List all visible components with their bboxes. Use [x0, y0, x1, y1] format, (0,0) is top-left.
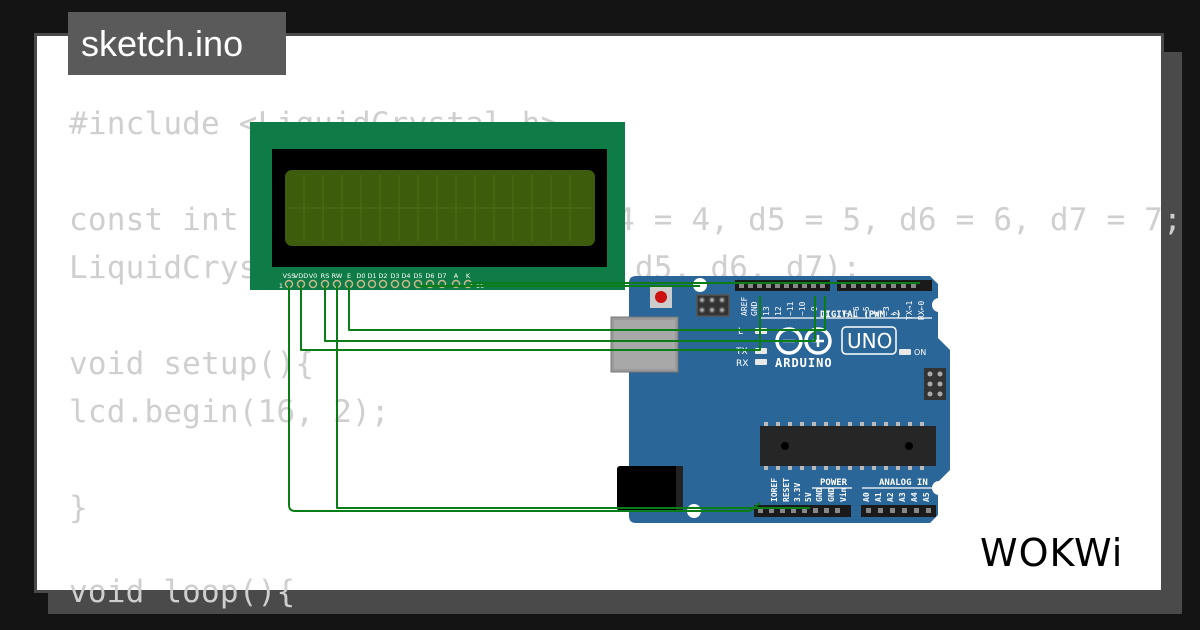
pin-label-a1: A1 — [874, 492, 883, 502]
pin-label-vin: Vin — [838, 487, 848, 502]
pin-label-d8: 8 — [822, 311, 831, 316]
lcd-1602[interactable]: VSS VDD V0 RS RW E D0 D1 D2 D3 D4 D5 D6 … — [250, 122, 625, 290]
lcd-pin-header[interactable] — [284, 279, 473, 289]
pin-label-d6: ~6 — [852, 306, 861, 316]
lcd-pin-label: D4 — [401, 272, 410, 280]
lcd-pin-label: K — [466, 272, 471, 280]
wires[interactable] — [288, 282, 920, 512]
icsp-header — [696, 294, 730, 317]
lcd-pin-number: 1 — [279, 282, 283, 290]
led-label-l: L — [738, 327, 743, 337]
code-line-11: void loop(){ — [69, 574, 296, 610]
lcd-pin-label: E — [347, 272, 351, 280]
pin-label-d11: ~11 — [786, 301, 795, 316]
lcd-pin-label: D0 — [356, 272, 365, 280]
power-label: POWER — [820, 478, 848, 488]
arduino-model: UNO — [847, 329, 892, 353]
pin-label-d7: 7 — [842, 311, 851, 316]
analog-label: ANALOG IN — [879, 478, 928, 488]
wokwi-logo-text: WOKWi — [980, 531, 1123, 575]
pin-label-ioref: IOREF — [770, 478, 779, 502]
file-tab[interactable]: sketch.ino — [68, 12, 286, 75]
led-label-rx: RX — [736, 359, 748, 369]
wire-e-d11[interactable] — [348, 286, 826, 331]
pin-label-d5: ~5 — [862, 306, 871, 316]
pin-label-d3: ~3 — [882, 306, 891, 316]
power-header[interactable] — [754, 505, 851, 517]
wire-rw-gnd[interactable] — [336, 286, 810, 509]
pin-label-gnd: GND — [750, 301, 759, 316]
pin-label-reset: RESET — [782, 478, 791, 502]
power-jack — [617, 466, 683, 511]
lcd-pin-label: D1 — [367, 272, 376, 280]
code-line-9: } — [69, 490, 88, 526]
lcd-pin-label: D3 — [390, 272, 399, 280]
led-on — [899, 349, 911, 355]
pin-label-a4: A4 — [910, 492, 919, 502]
lcd-pin-label: VDD — [294, 272, 308, 280]
on-label: ON — [914, 348, 926, 357]
lcd-pin-label: D2 — [378, 272, 387, 280]
lcd-pin-label: D6 — [425, 272, 434, 280]
pin-label-tx: TX→1 — [905, 301, 914, 320]
pin-label-d12: 12 — [774, 306, 783, 316]
pin-label-a0: A0 — [862, 492, 871, 502]
wire-rs-d12[interactable] — [324, 286, 816, 342]
arduino-uno[interactable]: AREF GND 13 12 ~11 ~10 ~9 8 7 ~6 ~5 4 ~3… — [610, 276, 950, 523]
wire-vss-gnd[interactable] — [288, 286, 761, 512]
reset-button-cap[interactable] — [655, 291, 667, 303]
lcd-pin-label: D5 — [413, 272, 422, 280]
pin-label-aref: AREF — [740, 297, 749, 316]
mount-hole — [932, 298, 946, 312]
arduino-brand: ARDUINO — [775, 356, 833, 370]
pin-label-d2: 2 — [892, 311, 901, 316]
pin-label-3v3: 3.3V — [793, 483, 802, 502]
lcd-pin-label: VSS — [283, 272, 296, 280]
code-line-7: lcd.begin(16, 2); — [69, 394, 390, 430]
pin-label-d10: ~10 — [798, 301, 807, 316]
lcd-pin-label: RW — [332, 272, 343, 280]
lcd-pin-label: A — [454, 272, 459, 280]
wire-vdd[interactable] — [300, 286, 761, 351]
pin-label-5v: 5V — [804, 492, 813, 502]
digital-header[interactable] — [735, 280, 932, 291]
atmega-chip — [760, 422, 936, 470]
pin-label-a5: A5 — [922, 492, 931, 502]
analog-header[interactable] — [861, 505, 936, 517]
pin-label-rx: RX←0 — [917, 301, 926, 320]
pin-label-gnd2: GND — [827, 487, 836, 502]
pin-label-d13: 13 — [762, 306, 771, 316]
lcd-pin-label: RS — [321, 272, 330, 280]
digital-label: DIGITAL (PWM ~) — [820, 310, 901, 320]
wokwi-logo: WOKWi — [980, 531, 1123, 575]
lcd-pin-label: V0 — [309, 272, 318, 280]
pin-label-d4: 4 — [872, 311, 881, 316]
icsp2-header — [924, 368, 946, 400]
lcd-pin-label: D7 — [437, 272, 446, 280]
pin-label-a3: A3 — [898, 492, 907, 502]
led-rx — [755, 359, 767, 365]
mount-hole — [932, 481, 946, 495]
pin-label-a2: A2 — [886, 492, 895, 502]
pin-label-gnd1: GND — [815, 487, 824, 502]
led-label-tx: TX — [735, 347, 748, 357]
